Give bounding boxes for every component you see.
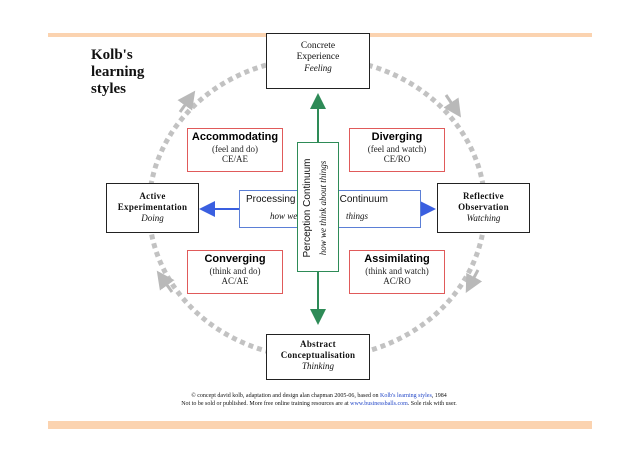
businessballs-link[interactable]: www.businessballs.com	[350, 401, 408, 407]
diverging-box: Diverging (feel and watch) CE/RO	[349, 128, 445, 172]
perception-continuum-box: Perception Continuum how we think about …	[297, 142, 339, 272]
accommodating-desc: (feel and do)	[212, 144, 258, 154]
active-experimentation-line2: Experimentation	[117, 202, 188, 212]
accommodating-box: Accommodating (feel and do) CE/AE	[187, 128, 283, 172]
assimilating-code: AC/RO	[383, 276, 411, 286]
perception-continuum-sub: how we think about things	[318, 160, 328, 256]
bottom-accent-band	[48, 421, 592, 429]
converging-name: Converging	[204, 253, 266, 265]
diverging-name: Diverging	[371, 131, 423, 143]
title-line-3: styles	[91, 81, 126, 97]
footer-line-2: Not to be sold or published. More free o…	[181, 401, 457, 407]
abstract-conceptualisation-sub: Thinking	[301, 361, 334, 371]
diverging-desc: (feel and watch)	[367, 144, 427, 154]
kolb-link[interactable]: Kolb's learning styles	[380, 393, 432, 399]
cycle-arrow-left	[177, 90, 196, 113]
cycle-arrow-bottom-left	[156, 270, 175, 293]
abstract-conceptualisation-box: Abstract Conceptualisation Thinking	[266, 334, 370, 380]
reflective-observation-sub: Watching	[466, 213, 501, 223]
accommodating-code: CE/AE	[222, 154, 248, 164]
abstract-conceptualisation-line2: Conceptualisation	[280, 350, 356, 360]
processing-sub-left: how we	[270, 211, 298, 221]
concrete-experience-line1: Concrete	[300, 41, 336, 51]
converging-code: AC/AE	[221, 276, 249, 286]
concrete-experience-line2: Experience	[296, 52, 340, 62]
active-experimentation-line1: Active	[139, 191, 166, 201]
reflective-observation-line1: Reflective	[463, 191, 504, 201]
perception-continuum-label: Perception Continuum	[302, 158, 313, 258]
processing-sub-right: things	[345, 211, 368, 221]
abstract-conceptualisation-line1: Abstract	[300, 339, 336, 349]
assimilating-box: Assimilating (think and watch) AC/RO	[349, 250, 445, 294]
active-experimentation-box: Active Experimentation Doing	[106, 183, 199, 233]
converging-box: Converging (think and do) AC/AE	[187, 250, 283, 294]
converging-desc: (think and do)	[209, 266, 261, 276]
footer-line-1: © concept david kolb, adaptation and des…	[191, 393, 447, 399]
concrete-experience-box: Concrete Experience Feeling	[266, 33, 370, 89]
processing-label: Processing	[246, 194, 296, 205]
assimilating-desc: (think and watch)	[365, 266, 429, 276]
continuum-label: Continuum	[339, 194, 388, 205]
title-line-2: learning	[91, 64, 145, 80]
accommodating-name: Accommodating	[191, 131, 279, 143]
reflective-observation-line2: Observation	[458, 202, 509, 212]
reflective-observation-box: Reflective Observation Watching	[437, 183, 530, 233]
concrete-experience-sub: Feeling	[304, 63, 332, 73]
cycle-arrow-right	[465, 269, 483, 293]
title-line-1: Kolb's	[91, 47, 133, 63]
footer: © concept david kolb, adaptation and des…	[0, 392, 638, 408]
assimilating-name: Assimilating	[364, 253, 430, 265]
active-experimentation-sub: Doing	[141, 213, 164, 223]
diagram-title: Kolb's learning styles	[91, 47, 144, 98]
cycle-arrow-top-right	[443, 94, 461, 118]
diverging-code: CE/RO	[383, 154, 411, 164]
